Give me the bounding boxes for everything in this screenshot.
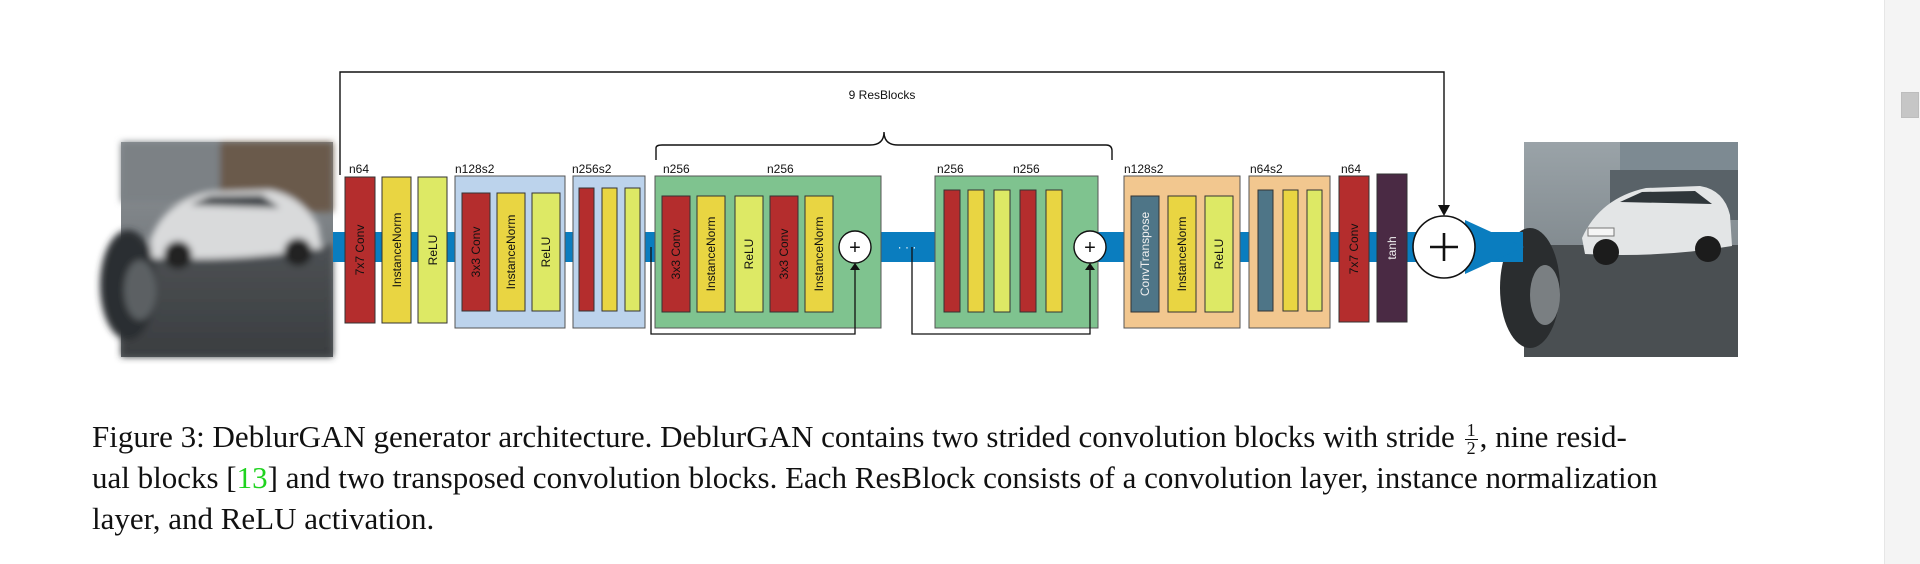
layer-relu-down1 [531,192,561,312]
citation-link[interactable]: 13 [236,460,268,496]
layer-norm-up1-label: InstanceNorm [1175,217,1189,292]
resblocks-ellipsis: · · · [898,240,917,254]
res1-skip-line [650,247,856,335]
layer-norm-res1-b [804,195,834,313]
stage-label-n64-out: n64 [1341,162,1361,176]
layer-convtranspose-up2 [1257,189,1274,312]
res1-skip-arrowhead-icon [850,263,860,270]
global-skip-line [339,71,1445,205]
scrollbar-thumb[interactable] [1901,92,1919,118]
caption-text-1b: , nine resid- [1479,419,1627,454]
layer-conv-res9-a [943,189,961,313]
caption-text-1a: Figure 3: DeblurGAN generator architectu… [92,419,1463,454]
layer-relu-up1-label: ReLU [1212,239,1226,270]
figure-caption: Figure 3: DeblurGAN generator architectu… [92,416,1792,539]
skip-arrowhead-icon [1438,205,1450,216]
caption-line-3: layer, and ReLU activation. [92,501,435,537]
layer-relu-res9 [993,189,1011,313]
layer-conv7-in [344,176,376,324]
layer-norm-in [381,176,412,324]
layer-conv3-res1-a [661,195,691,313]
layer-norm-res9-b [1045,189,1063,313]
layer-norm-res1-b-label: InstanceNorm [812,217,826,292]
res9-skip-line [911,247,1091,335]
vertical-scrollbar[interactable] [1884,0,1920,564]
layer-tanh [1376,173,1408,323]
layer-conv3-down1-label: 3x3 Conv [469,227,483,278]
layer-relu-up2 [1306,189,1323,312]
layer-conv7-out [1338,175,1370,323]
stride-fraction-denominator: 2 [1466,438,1476,459]
layer-norm-res1-a-label: InstanceNorm [704,217,718,292]
caption-line-1: Figure 3: DeblurGAN generator architectu… [92,416,1792,457]
layer-relu-down2 [624,187,641,312]
layer-conv7-out-label: 7x7 Conv [1347,224,1361,275]
layer-norm-res1-a [696,195,726,313]
caption-text-2b: ] and two transposed convolution blocks.… [267,460,1658,496]
layer-convtranspose [1130,195,1160,313]
plus-icon-glyph: + [1084,237,1096,259]
stage-label-n256-b: n256 [767,162,794,176]
resblocks-brace [655,131,1113,160]
layer-conv3-down1 [461,192,491,312]
caption-text-2a: ual blocks [ [92,460,237,496]
layer-conv3-res1-a-label: 3x3 Conv [669,229,683,280]
resblock-9 [934,175,1099,329]
layer-conv3-res1-b-label: 3x3 Conv [777,229,791,280]
stage-label-n64-in: n64 [349,162,369,176]
res9-skip-arrowhead-icon [1085,263,1095,270]
layer-relu-in-label: ReLU [426,235,440,266]
layer-norm-in-label: InstanceNorm [390,213,404,288]
output-sharp-image [1500,142,1738,357]
layer-conv3-res1-b [769,195,799,313]
architecture-diagram: 9 ResBlocks n64 n128s2 n256s2 n256 n256 … [100,71,1738,357]
resblocks-label: 9 ResBlocks [849,88,916,102]
caption-line-2: ual blocks [13] and two transposed convo… [92,457,1792,498]
layer-tanh-label: tanh [1385,236,1399,259]
stage-label-n256-d: n256 [1013,162,1040,176]
input-blurred-image [100,142,333,357]
layer-convtranspose-label: ConvTranspose [1138,212,1152,297]
layer-relu-res1 [734,195,764,313]
layer-norm-down1 [496,192,526,312]
layer-norm-down2 [601,187,618,312]
layer-relu-res1-label: ReLU [742,239,756,270]
layer-relu-up1 [1204,195,1234,313]
stage-label-n256-a: n256 [663,162,690,176]
layer-conv-res9-b [1019,189,1037,313]
layer-conv7-in-label: 7x7 Conv [353,225,367,276]
stage-label-n128s2-down: n128s2 [455,162,495,176]
layer-relu-down1-label: ReLU [539,237,553,268]
plus-icon-glyph: + [849,237,861,259]
layer-relu-in [417,176,448,324]
stage-label-n256s2: n256s2 [572,162,612,176]
layer-norm-up1 [1167,195,1197,313]
layer-norm-down1-label: InstanceNorm [504,215,518,290]
layer-conv-down2 [578,187,595,312]
layer-norm-up2 [1282,189,1299,312]
stage-label-n128s2-up: n128s2 [1124,162,1164,176]
layer-norm-res9-a [967,189,985,313]
stage-label-n256-c: n256 [937,162,964,176]
stride-fraction-numerator: 1 [1464,420,1478,441]
stage-label-n64s2: n64s2 [1250,162,1283,176]
